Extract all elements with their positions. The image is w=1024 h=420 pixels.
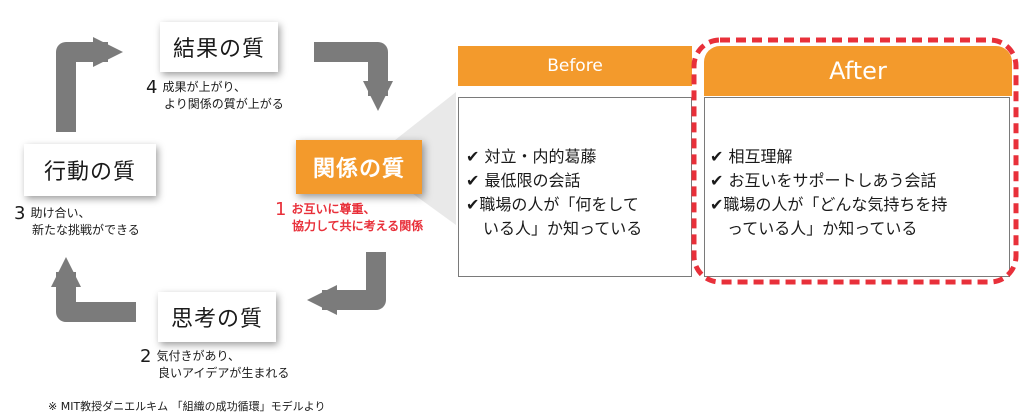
step-3-line2: 新たな挑戦ができる <box>32 223 140 237</box>
arrow-action-to-results <box>56 37 123 132</box>
after-item: ✔ 相互理解 <box>710 147 793 166</box>
results-quality-box: 結果の質 <box>160 22 278 72</box>
step-3-text: 3 助け合い、 新たな挑戦ができる <box>14 205 140 239</box>
step-4-line2: より関係の質が上がる <box>164 97 284 111</box>
step-1-line1: お互いに尊重、 <box>291 202 376 216</box>
after-highlight-border <box>691 37 1019 285</box>
step-1-line2: 協力して共に考える関係 <box>292 219 424 233</box>
relationship-quality-box: 関係の質 <box>296 140 422 194</box>
step-3-number: 3 <box>14 203 26 224</box>
arrow-thinking-to-action <box>51 257 136 322</box>
action-quality-box: 行動の質 <box>24 144 156 196</box>
after-item: ✔ お互いをサポートしあう会話 <box>710 171 937 190</box>
step-2-line2: 良いアイデアが生まれる <box>158 366 290 380</box>
before-list: ✔ 対立・内的葛藤 ✔ 最低限の会話 ✔職場の人が「何をして いる人」か知ってい… <box>466 145 642 241</box>
before-panel <box>458 97 692 277</box>
after-header: After <box>704 46 1012 96</box>
step-4-number: 4 <box>146 77 158 98</box>
step-2-text: 2 気付きがあり、 良いアイデアが生まれる <box>140 348 289 382</box>
after-item: ✔職場の人が「どんな気持ちを持 <box>710 195 948 214</box>
step-2-number: 2 <box>140 346 152 367</box>
source-footnote: ※ MIT教授ダニエルキム 「組織の成功循環」モデルより <box>48 400 326 413</box>
thinking-quality-box: 思考の質 <box>158 292 276 342</box>
before-item: ✔ 対立・内的葛藤 <box>466 147 597 166</box>
before-item: ✔職場の人が「何をして <box>466 195 639 214</box>
step-2-line1: 気付きがあり、 <box>156 349 240 363</box>
step-3-line1: 助け合い、 <box>30 206 91 220</box>
after-panel <box>704 97 1010 277</box>
step-4-text: 4 成果が上がり、 より関係の質が上がる <box>146 79 284 113</box>
after-item-continuation: っている人」か知っている <box>727 219 918 238</box>
before-item-continuation: いる人」か知っている <box>483 219 643 238</box>
before-item: ✔ 最低限の会話 <box>466 171 581 190</box>
arrow-relationship-to-thinking <box>307 252 386 315</box>
after-list: ✔ 相互理解 ✔ お互いをサポートしあう会話 ✔職場の人が「どんな気持ちを持 っ… <box>710 145 947 241</box>
step-4-line1: 成果が上がり、 <box>162 80 246 94</box>
arrow-results-to-relationship <box>314 42 393 111</box>
cycle-arrows <box>51 37 393 322</box>
step-1-text: 1 お互いに尊重、 協力して共に考える関係 <box>275 201 423 235</box>
step-1-number: 1 <box>275 199 287 220</box>
before-header: Before <box>458 46 692 86</box>
